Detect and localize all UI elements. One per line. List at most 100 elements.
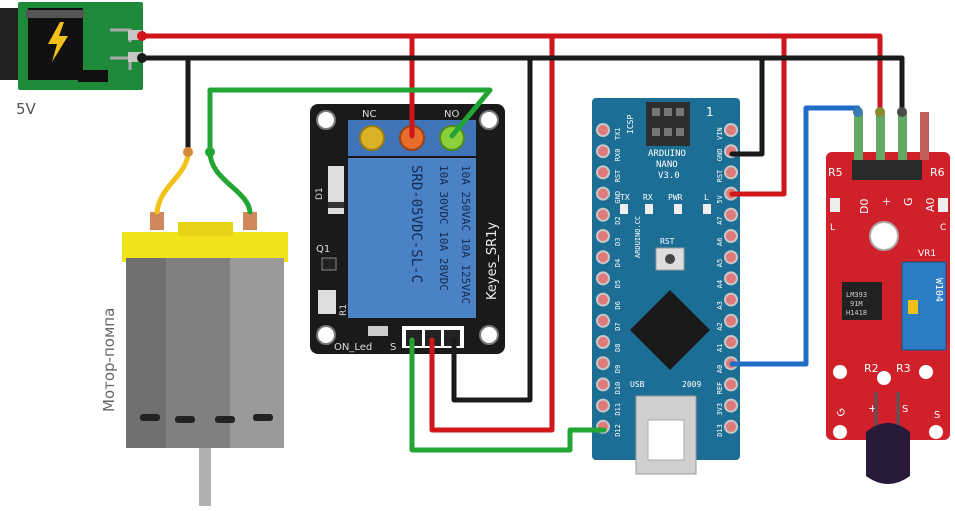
sensor-pin-gnd [898,112,907,160]
arduino-usb-label: USB [630,380,645,389]
nano-pin-label: REF [716,382,724,395]
arduino-nano: ICSP 1 ARDUINO NANO V3.0 TX RX PWR L ARD… [592,98,740,475]
nano-pin-label: D7 [614,322,622,330]
sensor-mount-hole [869,221,899,251]
relay-q1-label: Q1 [316,244,330,255]
terminal-screw-nc [359,125,385,151]
endpoint [875,107,885,117]
sensor-r2-label: R2 [864,362,879,375]
led-pwr [674,204,682,214]
sensor-r3-label: R3 [896,362,911,375]
arduino-l-label: L [704,193,709,202]
nano-pin-right-a5 [724,250,738,265]
sensor-bottom-s2: S [934,410,940,421]
motor-slot [253,414,273,421]
arduino-title3: V3.0 [658,171,680,181]
sensor-r5-label: R5 [828,166,843,179]
nano-pin-label: GND [614,191,622,204]
nano-pin-right-vin [724,123,738,137]
reset-button-cap [665,254,675,264]
motor-terminal-right [243,212,257,230]
sensor-l-label: L [830,223,835,233]
relay-diode-band [328,202,344,208]
nano-pin-label: A5 [716,259,724,267]
motor-slot [140,414,160,421]
relay-led-label: ON_Led [334,342,372,353]
nano-pin-label: GND [716,149,724,162]
nano-pin-right-a7 [724,207,738,222]
relay-resistor [318,290,336,314]
wires [139,33,905,453]
endpoint [205,147,215,157]
wire-yellow-motor [154,149,191,215]
relay-coil-box [348,158,476,318]
wire-black-relay-gnd [451,55,533,403]
nano-pin-label: D8 [614,344,622,352]
relay-model: SRD-05VDC-SL-C [408,165,424,283]
nano-pin-label: A6 [716,238,724,246]
sensor-g-label: G [902,197,915,206]
nano-pin-left-tx1 [596,123,610,137]
sensor-c-label: C [940,223,946,233]
sensor-pad [929,425,943,439]
jack-pin-neg [128,52,142,62]
led-rx [645,204,653,214]
relay-mount-hole [316,110,336,130]
sensor-pin-a0 [920,112,929,160]
relay-led [368,326,388,336]
nano-pin-right-3v3 [724,398,738,413]
led-tx [620,204,628,214]
sensor-chip-label2: 91M [850,300,863,308]
sensor-pad [877,371,891,385]
nano-pin-right-a1 [724,335,738,349]
motor-label: Мотор-помпа [100,308,118,412]
nano-pin-label: VIN [716,127,724,140]
sensor-chip-label1: LM393 [846,291,867,299]
nano-pin-label: D2 [614,216,622,224]
sensor-pot-label: W104 [933,278,944,302]
sensor-a0-label: A0 [924,197,937,212]
nano-pin-label: RST [614,169,622,182]
jack-pin-pos [128,30,142,40]
relay-mount-hole [479,110,499,130]
nano-pin-label: A0 [716,365,724,373]
nano-pin-label: D3 [614,238,622,246]
wire-red-nano-5v [729,33,787,197]
nano-pin-right-rst [724,165,738,180]
endpoint [853,107,863,117]
relay-d1-label: D1 [315,187,325,200]
motor-cap [122,232,288,262]
arduino-rst-label: RST [660,237,675,246]
nano-pin-label: D9 [614,365,622,373]
sensor-pad [919,365,933,379]
power-label: 5V [16,100,37,118]
endpoint [137,31,147,41]
arduino-title2: NANO [656,160,678,170]
nano-pin-left-gnd [596,186,610,201]
relay-mount-hole [479,325,499,345]
sensor-pad [833,365,847,379]
led-l [703,204,711,214]
motor-pump [122,212,288,506]
nano-pin-label: RX0 [614,149,622,162]
nano-pin-left-d2 [596,207,610,222]
wire-green-signal [409,337,607,453]
nano-pin-left-d7 [596,313,610,328]
sensor-pin-d0 [854,112,863,160]
nano-pin-left-d8 [596,335,610,349]
arduino-num1: 1 [706,105,714,119]
jack-tab [78,70,108,82]
nano-pin-left-d6 [596,292,610,307]
nano-pin-label: D5 [614,280,622,288]
sensor-bottom-s1: S [902,404,908,415]
nano-pin-left-d5 [596,271,610,286]
nano-pin-left-rx0 [596,144,610,159]
sensor-header-pins [854,112,929,160]
relay-module: NC NO 10A 250VAC 10A 125VAC 10A 30VDC 10… [310,104,505,354]
arduino-rx-label: RX [643,193,653,202]
sensor-bottom-plus: + [868,402,877,415]
sensor-header [852,160,922,180]
nano-pin-label: TX1 [614,127,622,140]
nano-pin-left-d3 [596,229,610,243]
